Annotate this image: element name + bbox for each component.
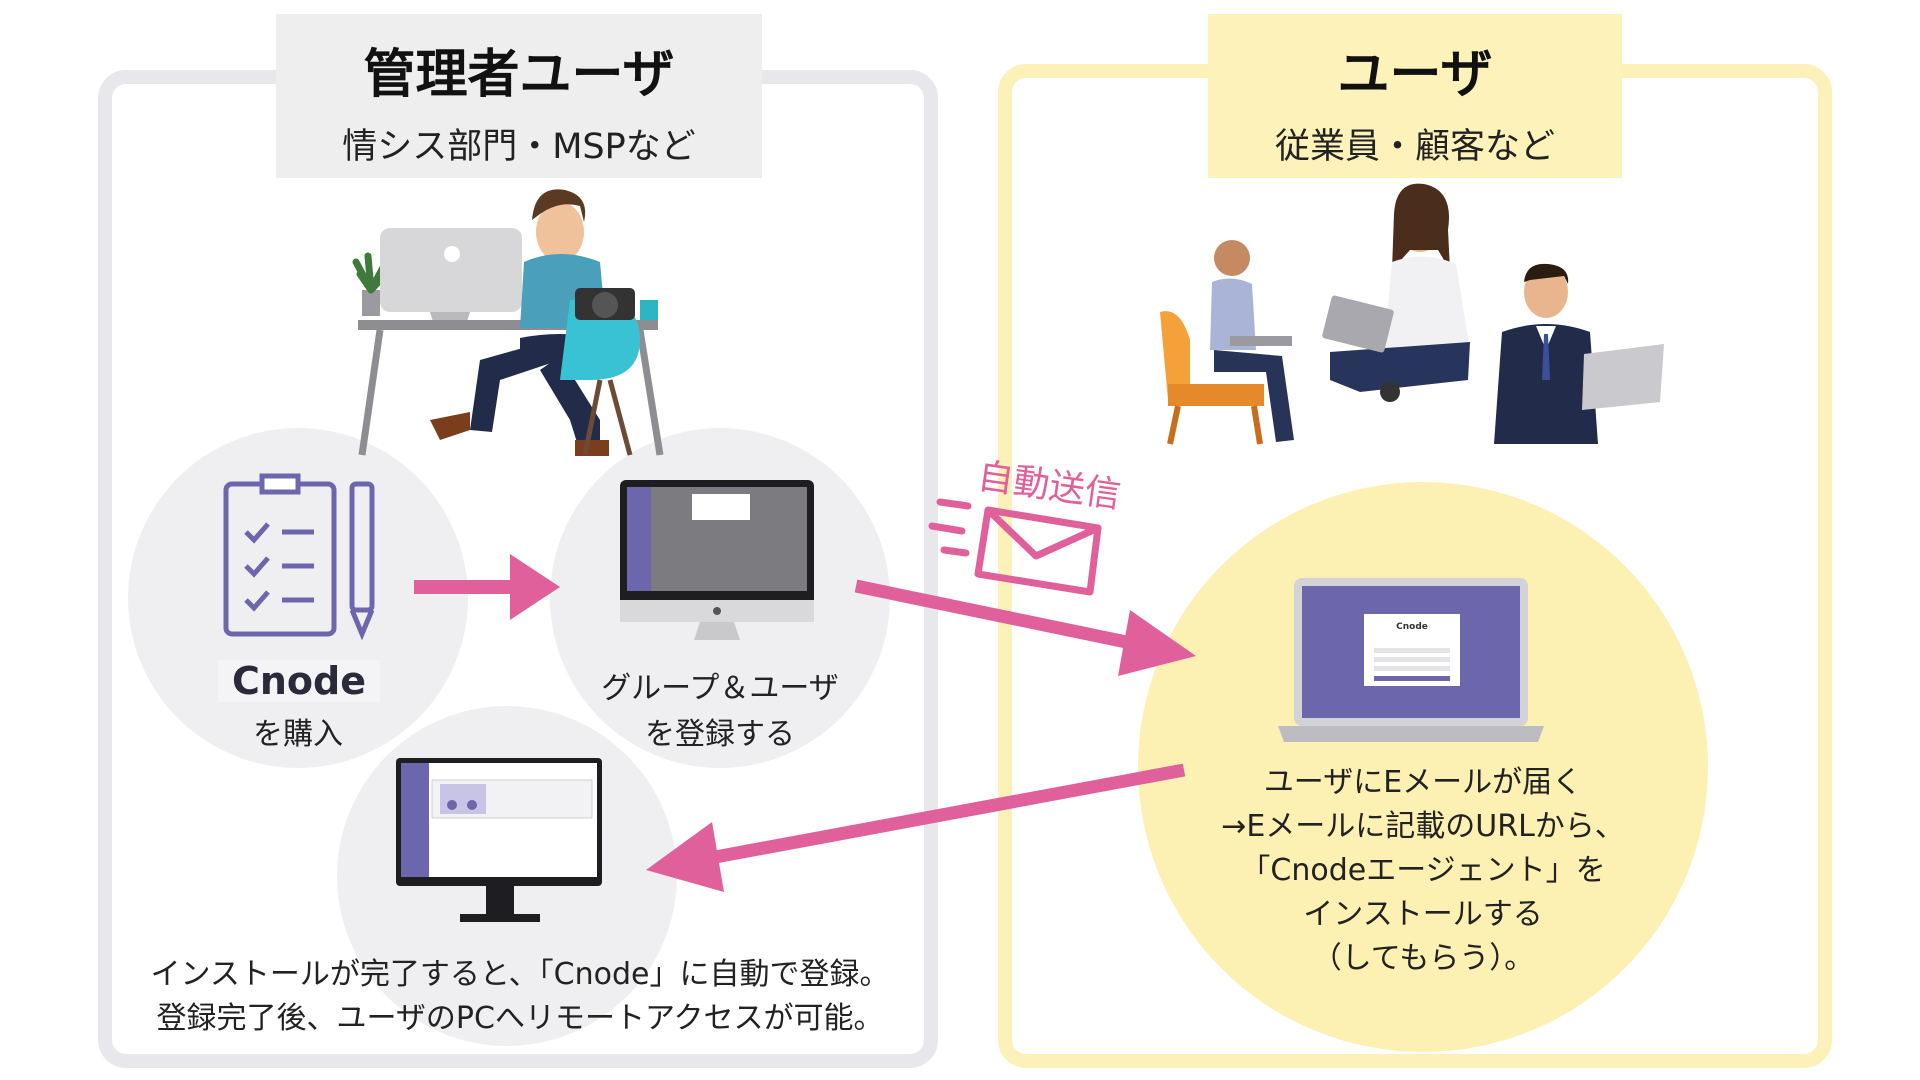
- clipboard-icon: [223, 473, 337, 637]
- user-desc-2: →Eメールに記載のURLから、: [1221, 809, 1625, 844]
- arrow-send-to-user: [854, 579, 1196, 676]
- step-buy-label: を購入: [253, 717, 343, 752]
- laptop-icon: [1278, 578, 1544, 742]
- complete-label-1: インストールが完了すると、「Cnode」に自動で登録。: [150, 957, 890, 992]
- admin-person-illustration: [352, 189, 664, 456]
- user-title: ユーザ: [1337, 45, 1493, 105]
- monitor-icon: [396, 758, 602, 922]
- user-panel: [998, 64, 1832, 1068]
- arrow-user-to-complete: [646, 763, 1186, 892]
- user-desc-5: （してもらう）。: [1311, 941, 1535, 976]
- user-desc-3: 「Cnodeエージェント」を: [1240, 853, 1606, 888]
- user-desc-1: ユーザにEメールが届く: [1263, 765, 1583, 800]
- user-desc-4: インストールする: [1303, 897, 1543, 932]
- envelope-icon: [928, 498, 1102, 596]
- step-register-label-1: グループ＆ユーザ: [601, 671, 839, 706]
- users-illustration: [1160, 183, 1664, 445]
- laptop-screen-logo: Cnode: [1396, 622, 1428, 632]
- complete-label-2: 登録完了後、ユーザのPCへリモートアクセスが可能。: [156, 1001, 884, 1036]
- arrow-buy-to-register: [414, 554, 560, 620]
- imac-icon: [620, 480, 814, 640]
- desktop-monitor: [380, 228, 522, 312]
- desk: [358, 320, 658, 330]
- cnode-logo: Cnode: [218, 660, 380, 702]
- plant-icon: [352, 252, 390, 316]
- admin-title: 管理者ユーザ: [363, 45, 675, 105]
- admin-subtitle: 情シス部門・MSPなど: [342, 127, 696, 167]
- user-step-circle: [1138, 482, 1708, 1052]
- user-subtitle: 従業員・顧客など: [1274, 127, 1555, 167]
- user-header: ユーザ 従業員・顧客など: [1208, 14, 1622, 178]
- step-register-label-2: を登録する: [645, 717, 795, 752]
- pencil-icon: [349, 481, 375, 641]
- admin-header: 管理者ユーザ 情シス部門・MSPなど: [276, 14, 762, 178]
